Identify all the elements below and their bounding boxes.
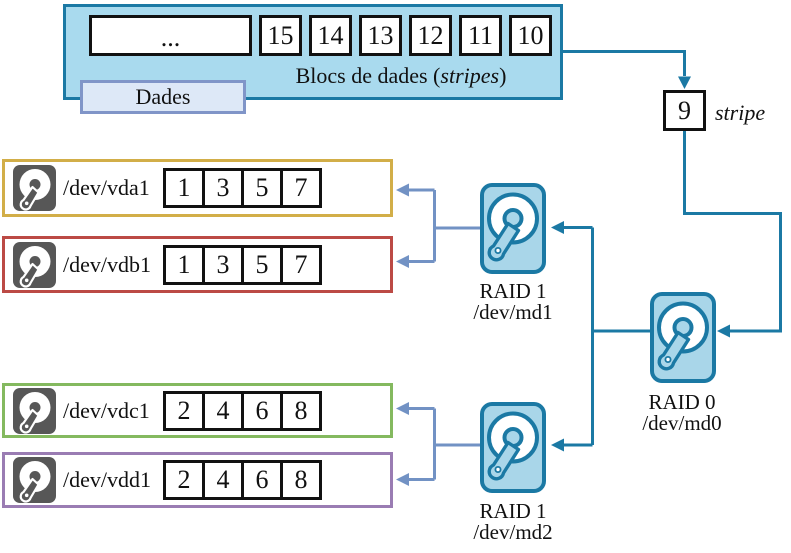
arrowhead-into-vdd1 [396,473,409,486]
arrowhead-into-raid1-md1 [551,221,564,234]
raid0-md0-label: RAID 0 /dev/md0 [615,392,749,434]
data-blocks-caption: Blocs de dades (stripes) [251,63,551,89]
block-cell: 5 [241,244,283,285]
stripe-block-13: 13 [359,15,402,56]
arrowhead-into-raid1-md2 [551,438,564,452]
hard-disk-icon [13,165,56,211]
disk-row-vdd1: /dev/vdd1 2 4 6 8 [2,452,393,508]
arrowhead-into-raid0 [717,324,730,338]
block-cell: 8 [280,460,322,500]
device-label: /dev/vdb1 [63,251,151,277]
caption-suffix: ) [499,63,507,88]
stripe-block-10: 10 [509,15,552,56]
block-cell: 1 [163,168,205,208]
raid-name: RAID 0 [648,390,716,414]
raid-device: /dev/md2 [473,520,553,544]
arrowhead-into-vdc1 [396,402,409,415]
wire-md1-to-vda-vdb [408,188,480,263]
raid0-md0-icon [650,292,716,383]
device-label: /dev/vda1 [63,175,150,200]
block-cell: 4 [202,460,244,500]
arrowhead-into-stripe9 [678,76,691,89]
block-cell: 7 [280,168,322,208]
disk-row-vdb1: /dev/vdb1 1 3 5 7 [2,236,393,293]
hard-disk-icon [13,241,56,288]
block-cell: 5 [241,168,283,208]
hard-disk-icon [13,387,56,434]
disk-row-vda1: /dev/vda1 1 3 5 7 [2,159,393,217]
raid-name: RAID 1 [479,279,547,303]
raid-device: /dev/md1 [473,300,553,324]
block-cell: 6 [241,460,283,500]
wire-datablocks-to-stripe9 [563,50,686,76]
block-cell: 3 [202,244,244,285]
raid1-md2-icon [480,402,546,493]
ellipsis-block: ... [89,15,252,56]
caption-prefix: Blocs de dades ( [295,63,441,88]
block-cell: 2 [163,390,205,431]
block-cell: 2 [163,460,205,500]
block-cell: 3 [202,168,244,208]
dades-label-box: Dades [80,80,246,114]
device-label: /dev/vdd1 [63,467,151,492]
block-cell: 4 [202,390,244,431]
arrowhead-into-vda1 [396,183,409,197]
device-label: /dev/vdc1 [63,397,150,423]
block-cell: 6 [241,390,283,431]
block-cells: 1 3 5 7 [163,168,322,208]
block-cells: 1 3 5 7 [163,244,322,285]
stripe-block-11: 11 [459,15,502,56]
raid1-md2-label: RAID 1 /dev/md2 [446,501,580,543]
arrowhead-into-vdb1 [396,255,409,268]
stripe-block-12: 12 [409,15,452,56]
stripe-label: stripe [715,100,766,125]
disk-row-vdc1: /dev/vdc1 2 4 6 8 [2,383,393,438]
raid1-md1-icon [480,183,546,274]
block-cell: 8 [280,390,322,431]
block-cell: 7 [280,244,322,285]
block-cells: 2 4 6 8 [163,460,322,500]
stripe9-block: 9 [663,90,706,131]
stripe-block-14: 14 [309,15,352,56]
wire-md2-to-vdc-vdd [408,407,480,481]
hard-disk-icon [13,457,56,503]
block-cells: 2 4 6 8 [163,390,322,431]
raid1-md1-label: RAID 1 /dev/md1 [446,281,580,323]
stripe-block-15: 15 [259,15,302,56]
raid-device: /dev/md0 [642,411,722,435]
block-cell: 1 [163,244,205,285]
caption-italic: stripes [440,63,500,88]
raid-name: RAID 1 [479,499,547,523]
